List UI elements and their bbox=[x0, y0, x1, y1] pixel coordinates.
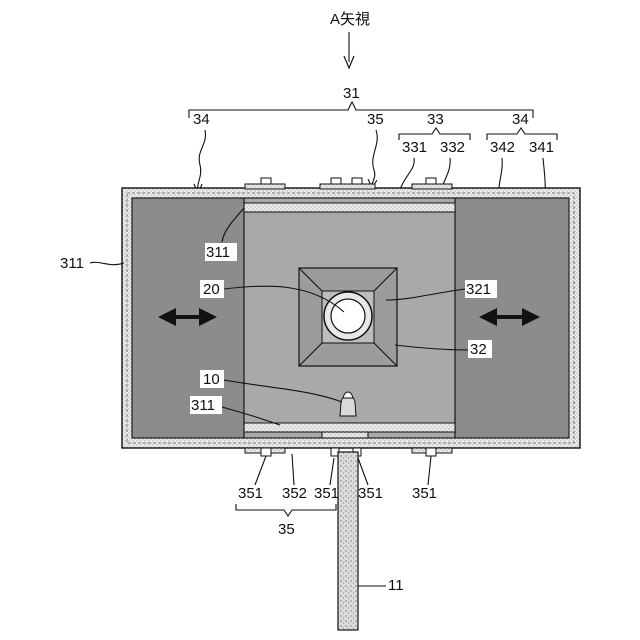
view-direction-label: A矢視 bbox=[330, 11, 370, 28]
top-bolt bbox=[261, 178, 271, 184]
label-32: 32 bbox=[470, 341, 487, 358]
brace-35-bottom bbox=[236, 504, 336, 516]
label-34-left: 34 bbox=[193, 111, 210, 128]
leader-351-c bbox=[358, 458, 368, 485]
label-341: 341 bbox=[529, 139, 554, 156]
label-351-a: 351 bbox=[238, 485, 263, 502]
label-20: 20 bbox=[203, 281, 220, 298]
label-311-left: 311 bbox=[60, 255, 84, 272]
leader-351-b bbox=[330, 458, 334, 485]
label-35-bottom: 35 bbox=[278, 521, 295, 538]
circular-element-20-inner bbox=[331, 299, 365, 333]
bottom-bolt bbox=[261, 448, 271, 456]
label-10: 10 bbox=[203, 371, 220, 388]
label-342: 342 bbox=[490, 139, 515, 156]
rod-11 bbox=[338, 452, 358, 630]
label-311-inner-bottom: 311 bbox=[191, 397, 215, 414]
label-311-inner-top: 311 bbox=[206, 244, 230, 261]
top-bolts bbox=[261, 178, 436, 184]
top-frame-plate-center bbox=[320, 184, 375, 189]
top-bolt bbox=[426, 178, 436, 184]
label-321: 321 bbox=[466, 281, 491, 298]
leader-351-a bbox=[255, 456, 266, 485]
label-11: 11 bbox=[388, 577, 404, 594]
leader-351-d bbox=[428, 456, 431, 485]
sensor-10 bbox=[340, 396, 356, 416]
top-frame-plate-right bbox=[412, 184, 452, 189]
label-33: 33 bbox=[427, 111, 444, 128]
label-352: 352 bbox=[282, 485, 307, 502]
label-351-d: 351 bbox=[412, 485, 437, 502]
bottom-bolt bbox=[426, 448, 436, 456]
bottom-frame-plate-center bbox=[322, 432, 368, 438]
top-bolt bbox=[331, 178, 341, 184]
label-35-top: 35 bbox=[367, 111, 384, 128]
label-31: 31 bbox=[343, 85, 360, 102]
label-34-right: 34 bbox=[512, 111, 529, 128]
partition-plate-top bbox=[244, 203, 455, 212]
leader-35-top bbox=[372, 130, 377, 184]
leader-352 bbox=[292, 454, 294, 485]
label-351-b: 351 bbox=[314, 485, 339, 502]
label-332: 332 bbox=[440, 139, 465, 156]
top-frame-plate-left bbox=[245, 184, 285, 189]
label-351-c: 351 bbox=[358, 485, 383, 502]
label-331: 331 bbox=[402, 139, 427, 156]
partition-plate-bottom bbox=[244, 423, 455, 432]
leader-311-left bbox=[90, 262, 124, 264]
top-bolt bbox=[352, 178, 362, 184]
leader-34-left bbox=[198, 130, 206, 190]
brace-31 bbox=[189, 102, 533, 118]
